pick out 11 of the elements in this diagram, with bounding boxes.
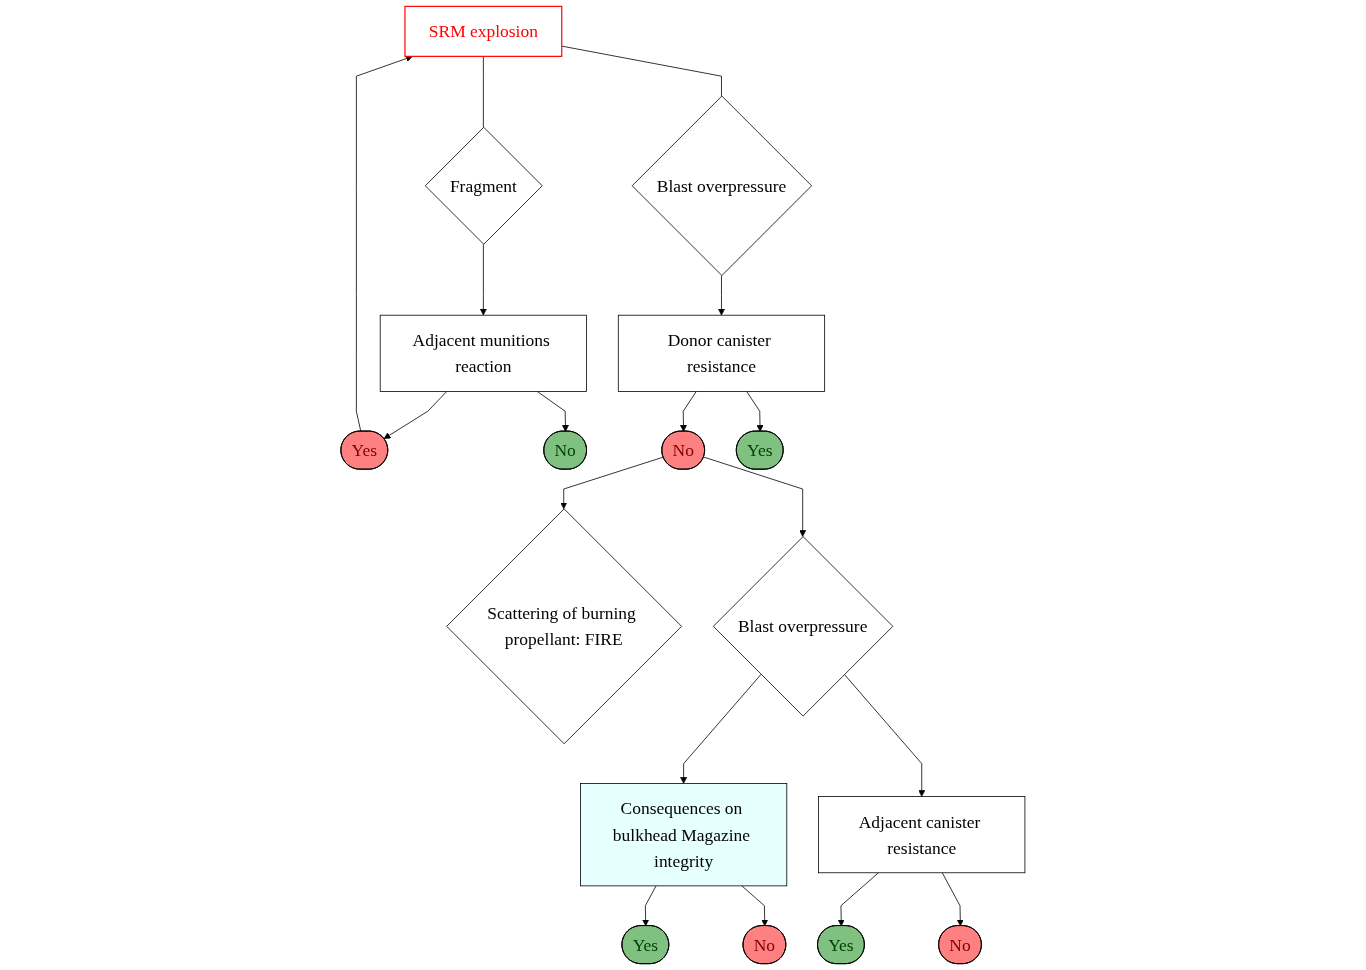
node-diamond: Blast overpressure (631, 95, 813, 276)
connector (483, 55, 484, 128)
node-diamond: Blast overpressure (713, 536, 894, 717)
node-box: Consequences on bulkhead Magazine integrity (580, 783, 788, 887)
node-diamond: Fragment (425, 126, 543, 245)
node-box: Adjacent munitions reaction (379, 314, 588, 392)
node-box: SRM explosion (404, 5, 563, 57)
connector (561, 45, 722, 97)
node-box: Adjacent canister resistance (818, 796, 1026, 874)
node-box: Donor canister resistance (618, 314, 826, 392)
node-diamond: Scattering of burning propellant: FIRE (446, 508, 683, 745)
